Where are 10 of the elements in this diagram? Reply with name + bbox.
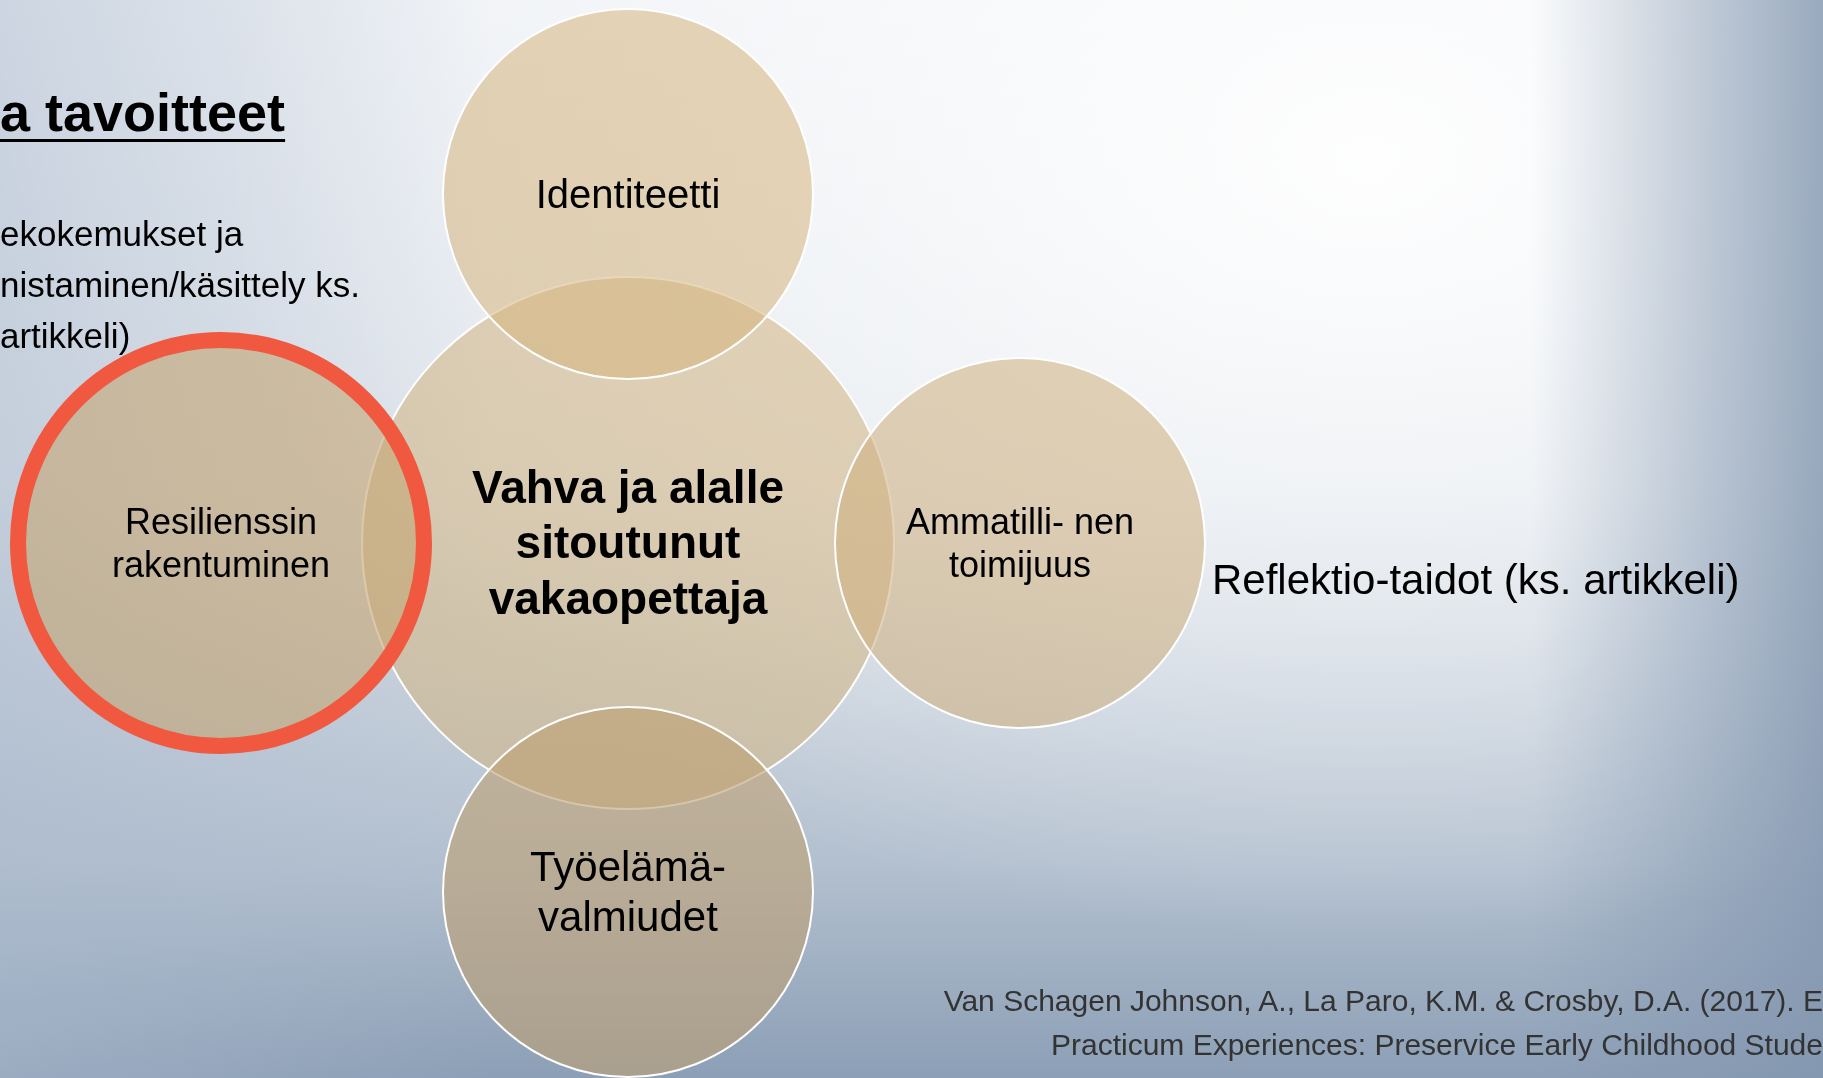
slide-title: a tavoitteet — [0, 81, 286, 144]
circle-label: Vahva ja alalle sitoutunut vakaopettaja — [471, 460, 785, 626]
citation-text: Van Schagen Johnson, A., La Paro, K.M. & Crosby, D.A. (2017). E — [943, 983, 1823, 1019]
circle-label: Ammatilli- nen toimijuus — [905, 499, 1135, 587]
side-note: Reflektio-taidot (ks. artikkeli) — [1212, 555, 1740, 605]
circle-label: Identiteetti — [534, 171, 722, 218]
circle-label: Resilienssin rakentuminen — [110, 499, 332, 587]
bullet-text: ekokemukset ja nistaminen/käsittely ks. artikkeli) — [0, 213, 361, 357]
circle-label: Työelämä- valmiudet — [528, 841, 728, 942]
citation-text: Practicum Experiences: Preservice Early Childhood Stude — [1050, 1027, 1823, 1063]
